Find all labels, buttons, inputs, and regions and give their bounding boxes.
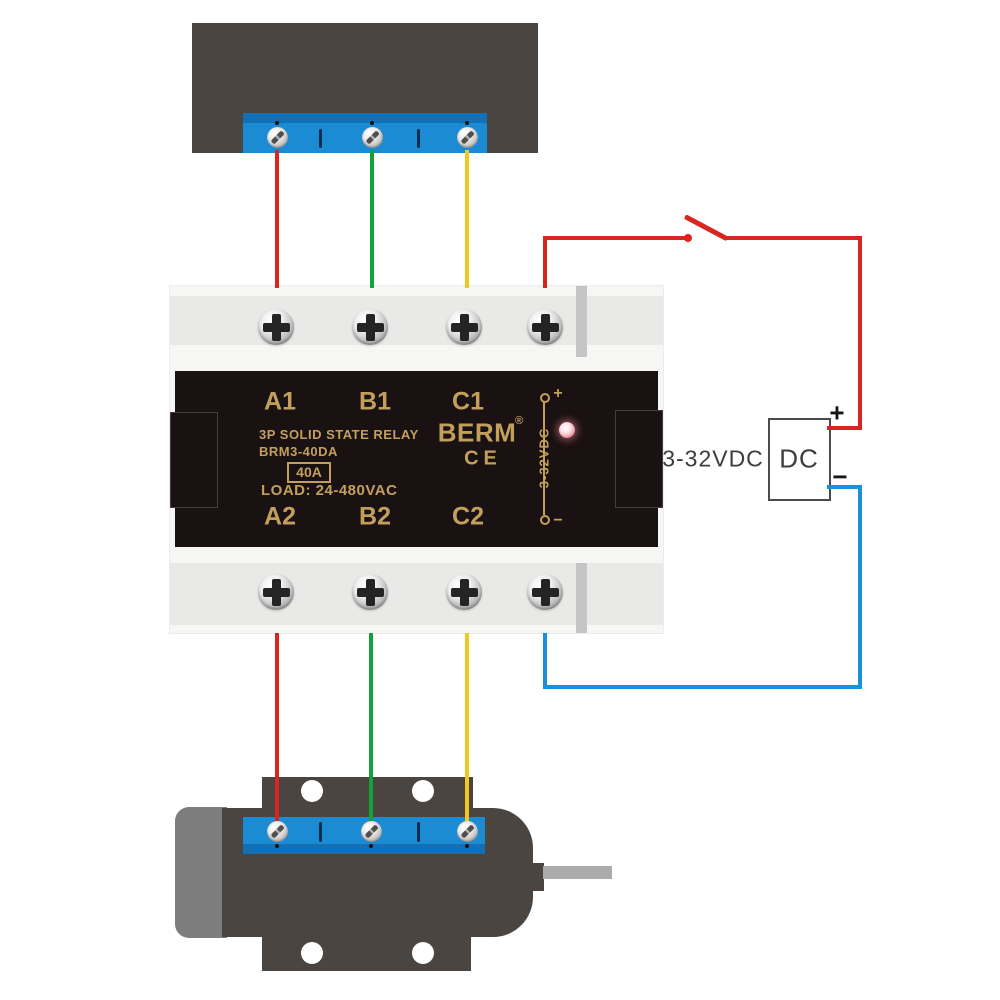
terminal-label-b2: B2 xyxy=(359,502,391,531)
control-wire-red-horizontal-left xyxy=(543,236,688,240)
control-wire-red-horizontal-right xyxy=(727,236,862,240)
phase-c-wire-bottom xyxy=(465,633,469,828)
control-wire-blue-down xyxy=(858,485,862,689)
terminal-label-b1: B1 xyxy=(359,387,391,416)
control-wire-red-up xyxy=(543,236,547,288)
terminal-dot xyxy=(465,121,469,125)
screw-icon xyxy=(527,574,563,610)
motor-end-cap xyxy=(175,807,227,938)
motor-mount-flange-bottom xyxy=(262,937,471,971)
motor-shaft xyxy=(543,866,612,879)
relay-screw-band-bottom xyxy=(170,563,663,625)
dc-plus-sign: + xyxy=(829,397,845,428)
supply-voltage-label: 3-32VDC xyxy=(662,445,764,472)
screw-icon xyxy=(527,309,563,345)
phase-b-wire-top xyxy=(370,150,374,288)
terminal-separator xyxy=(319,129,322,148)
motor-shaft-collar xyxy=(532,863,544,891)
screw-icon xyxy=(446,309,482,345)
dc-supply-box: DC xyxy=(768,418,831,501)
terminal-label-c2: C2 xyxy=(452,502,484,531)
phase-c-wire-top xyxy=(465,150,469,288)
terminal-dot xyxy=(369,844,373,848)
din-rail-clip-bottom xyxy=(576,563,587,633)
control-wire-blue-from-minus xyxy=(827,485,862,489)
terminal-label-a2: A2 xyxy=(264,502,296,531)
din-rail-clip-top xyxy=(576,286,587,357)
relay-side-tab-left xyxy=(170,412,218,508)
control-wire-red-to-plus xyxy=(827,426,862,430)
ce-mark: CE xyxy=(464,447,502,470)
terminal-block-shade xyxy=(243,113,487,123)
terminal-separator xyxy=(417,129,420,148)
terminal-dot xyxy=(370,121,374,125)
brand-logo: BERM xyxy=(437,417,517,448)
terminal-label-a1: A1 xyxy=(264,387,296,416)
screw-icon xyxy=(267,821,288,842)
relay-current-rating-badge: 40A xyxy=(287,462,331,483)
control-circle-top xyxy=(540,393,550,403)
screw-icon xyxy=(457,821,478,842)
screw-icon xyxy=(352,574,388,610)
control-voltage-vertical-text: 3-32VDC xyxy=(536,427,552,489)
registered-trademark-icon: ® xyxy=(514,415,524,427)
terminal-dot xyxy=(275,121,279,125)
relay-faceplate: A1 B1 C1 A2 B2 C2 3P SOLID STATE RELAY B… xyxy=(175,371,658,547)
status-led xyxy=(559,422,575,438)
switch-contact-dot xyxy=(684,234,692,242)
terminal-separator xyxy=(417,822,420,842)
screw-icon xyxy=(352,309,388,345)
control-polarity-line xyxy=(543,401,545,515)
terminal-separator xyxy=(319,822,322,842)
flange-hole xyxy=(301,942,323,964)
flange-hole xyxy=(301,780,323,802)
control-minus-sign: − xyxy=(553,512,563,529)
flange-hole xyxy=(412,942,434,964)
dc-minus-sign: − xyxy=(832,461,848,492)
control-wire-red-down xyxy=(858,236,862,430)
phase-b-wire-bottom xyxy=(369,633,373,828)
control-circle-bottom xyxy=(540,515,550,525)
power-source-terminal-block xyxy=(243,113,487,153)
screw-icon xyxy=(457,127,478,148)
control-wire-blue-horizontal xyxy=(543,685,862,689)
control-plus-sign: + xyxy=(553,385,563,402)
phase-a-wire-bottom xyxy=(275,633,279,828)
relay: A1 B1 C1 A2 B2 C2 3P SOLID STATE RELAY B… xyxy=(170,286,663,633)
screw-icon xyxy=(362,127,383,148)
screw-icon xyxy=(258,309,294,345)
phase-a-wire-top xyxy=(275,150,279,288)
screw-icon xyxy=(446,574,482,610)
relay-load-rating-text: LOAD: 24-480VAC xyxy=(261,482,398,499)
screw-icon xyxy=(361,821,382,842)
relay-model-text: BRM3-40DA xyxy=(259,444,338,459)
terminal-dot xyxy=(275,844,279,848)
relay-type-text: 3P SOLID STATE RELAY xyxy=(259,427,419,442)
power-source-box xyxy=(192,23,538,153)
screw-icon xyxy=(267,127,288,148)
relay-side-tab-right xyxy=(615,410,663,508)
terminal-block-shade xyxy=(243,844,485,854)
terminal-label-c1: C1 xyxy=(452,387,484,416)
terminal-dot xyxy=(465,844,469,848)
relay-screw-band-top xyxy=(170,296,663,345)
control-wire-blue-up-to-relay xyxy=(543,633,547,689)
flange-hole xyxy=(412,780,434,802)
dc-supply-label: DC xyxy=(779,443,819,474)
screw-icon xyxy=(258,574,294,610)
